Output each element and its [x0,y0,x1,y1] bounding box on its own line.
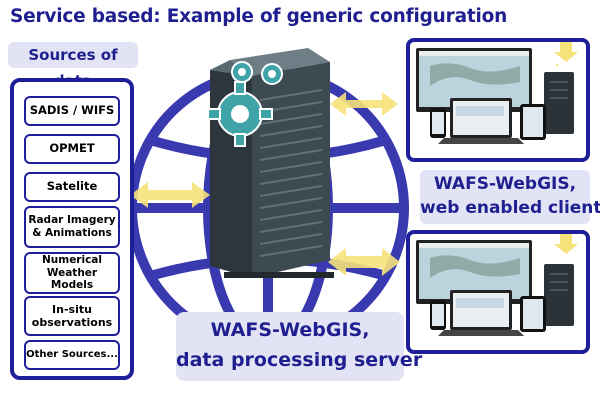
source-item-opmet: OPMET [24,134,120,164]
source-item-sadis: SADIS / WIFS [24,96,120,126]
double-arrow-icon [330,92,398,116]
sources-panel: SADIS / WIFS OPMET Satelite Radar Imager… [10,78,134,380]
server-label-line1: WAFS-WebGIS, [210,319,370,341]
source-item-nwm: Numerical Weather Models [24,252,120,294]
download-arrow-icon [554,234,578,254]
double-arrow-icon [328,248,400,276]
sources-heading: Sources of data [8,42,138,90]
source-item-radar: Radar Imagery & Animations [24,206,120,248]
gear-icon [207,61,283,147]
source-item-in-situ: In-situ observations [24,296,120,336]
clients-label-line2: web enabled clients [420,198,600,218]
clients-label-line1: WAFS-WebGIS, [433,174,577,194]
client-devices-illustration [416,42,578,144]
client-panel-bottom [406,230,590,354]
pc-tower-icon [544,264,574,326]
server-label-line2: data processing server [176,349,423,371]
source-item-satellite: Satelite [24,172,120,202]
double-arrow-icon [130,182,210,208]
client-panel-top [406,38,590,162]
download-arrow-icon [554,42,578,62]
page-title: Service based: Example of generic config… [10,6,508,27]
client-devices-illustration [416,234,578,336]
source-item-other: Other Sources... [24,340,120,370]
clients-label: WAFS-WebGIS, web enabled clients [420,170,600,224]
server-label: WAFS-WebGIS, data processing server [176,312,423,381]
pc-tower-icon [544,72,574,134]
